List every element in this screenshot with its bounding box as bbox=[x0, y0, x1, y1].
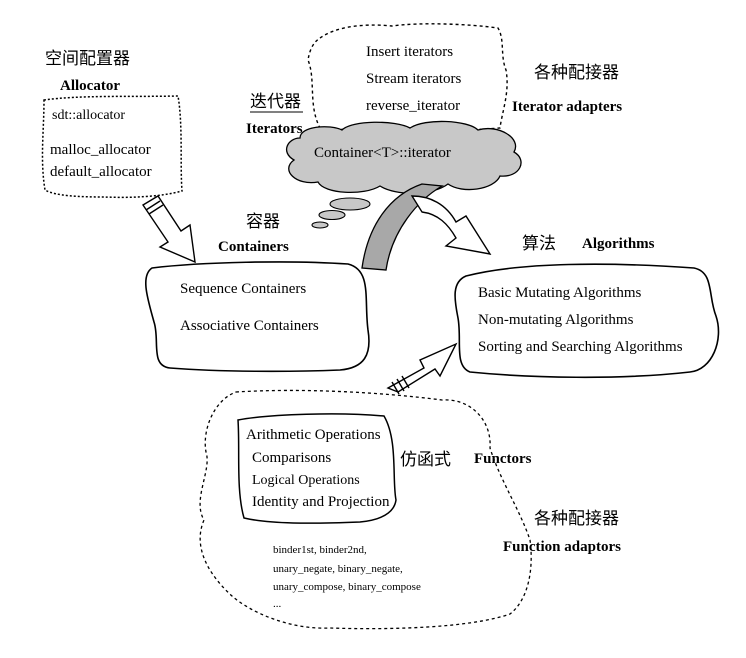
iterator-cloud bbox=[285, 120, 522, 194]
functor-item: Identity and Projection bbox=[252, 494, 390, 510]
iterator-adapter-item: Stream iterators bbox=[366, 71, 462, 87]
allocator-item: default_allocator bbox=[50, 164, 152, 180]
allocator-cn-label: 空间配置器 bbox=[45, 49, 130, 69]
iterators-en-label: Iterators bbox=[246, 121, 303, 137]
iterator-adapter-item: Insert iterators bbox=[366, 44, 453, 60]
functors-cn-label: 仿函式 bbox=[400, 450, 451, 470]
cloud-puff bbox=[311, 221, 329, 229]
algorithms-cn-label: 算法 bbox=[522, 234, 556, 254]
iterator-adapter-item: reverse_iterator bbox=[366, 98, 460, 114]
functor-item: Comparisons bbox=[252, 450, 331, 466]
algorithms-box bbox=[454, 263, 720, 379]
algorithm-item: Basic Mutating Algorithms bbox=[478, 285, 641, 301]
function-adaptors-cn-label: 各种配接器 bbox=[534, 509, 619, 529]
functors-to-algorithms-arrow bbox=[386, 342, 458, 395]
containers-box bbox=[144, 261, 370, 373]
allocator-box bbox=[41, 95, 183, 199]
algorithms-en-label: Algorithms bbox=[582, 236, 655, 252]
iterator-adapters-cn-label: 各种配接器 bbox=[534, 63, 619, 83]
cloud-puff bbox=[318, 209, 346, 221]
functor-item: Logical Operations bbox=[252, 473, 360, 488]
container-item: Associative Containers bbox=[180, 318, 319, 334]
container-item: Sequence Containers bbox=[180, 281, 306, 297]
allocator-to-containers-arrow bbox=[142, 195, 196, 264]
allocator-item: sdt::allocator bbox=[52, 108, 125, 123]
function-adaptors-en-label: Function adaptors bbox=[503, 539, 621, 555]
function-adaptor-item: binder1st, binder2nd, bbox=[273, 544, 367, 556]
allocator-item: malloc_allocator bbox=[50, 142, 151, 158]
iterators-cn-label: 迭代器 bbox=[250, 92, 301, 112]
algorithm-item: Sorting and Searching Algorithms bbox=[478, 339, 683, 355]
iterator-bridge-band bbox=[361, 183, 445, 271]
iterator-cloud-label: Container<T>::iterator bbox=[314, 145, 451, 161]
function-adaptor-item: unary_compose, binary_compose bbox=[273, 581, 421, 593]
function-adaptor-item: ... bbox=[273, 598, 282, 610]
iterator-adapters-cloud bbox=[307, 23, 508, 132]
allocator-en-label: Allocator bbox=[60, 78, 120, 94]
functors-en-label: Functors bbox=[474, 451, 532, 467]
iterator-adapters-en-label: Iterator adapters bbox=[512, 99, 622, 115]
cloud-puff bbox=[329, 197, 371, 211]
function-adaptors-cloud bbox=[199, 389, 532, 630]
functor-item: Arithmetic Operations bbox=[246, 427, 381, 443]
iterators-to-algorithms-arrow bbox=[410, 195, 492, 255]
containers-cn-label: 容器 bbox=[246, 212, 280, 232]
function-adaptor-item: unary_negate, binary_negate, bbox=[273, 563, 403, 575]
containers-en-label: Containers bbox=[218, 239, 289, 255]
algorithm-item: Non-mutating Algorithms bbox=[478, 312, 634, 328]
functors-box bbox=[237, 413, 397, 524]
